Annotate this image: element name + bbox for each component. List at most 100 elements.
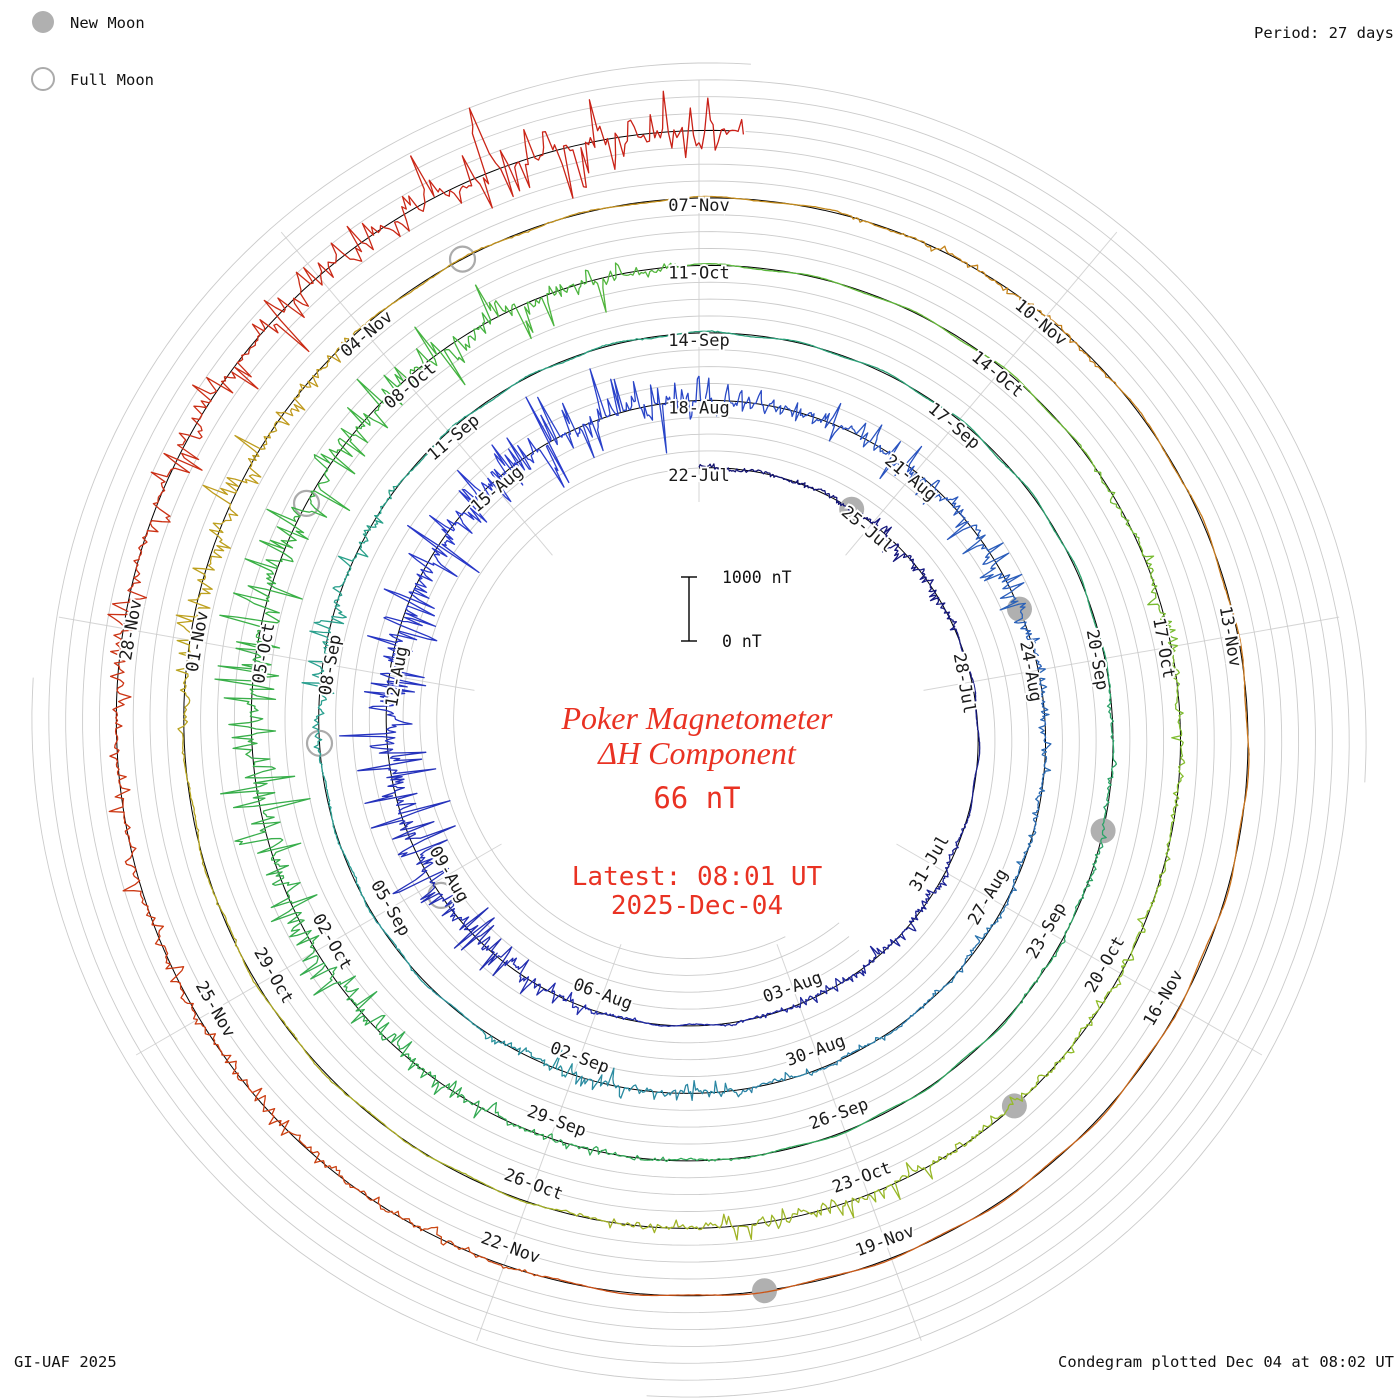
trace-segment — [955, 906, 1006, 974]
trace-segment — [592, 262, 700, 313]
trace-segment — [194, 1019, 282, 1126]
trace-segment — [648, 1156, 750, 1163]
trace-segment — [1238, 634, 1250, 762]
trace-segment — [791, 339, 881, 371]
trace-segment — [1026, 485, 1078, 568]
trace-segment — [740, 1067, 823, 1094]
trace-segment — [1098, 754, 1118, 851]
trace-segment — [698, 263, 807, 276]
trace-segment — [328, 1078, 422, 1153]
trace-segment — [1006, 1112, 1106, 1200]
trace-segment — [537, 368, 625, 459]
trace-segment — [972, 681, 981, 747]
trace-segment — [999, 595, 1046, 670]
trace-segment — [526, 1202, 642, 1229]
date-label: 03-Aug — [760, 968, 825, 1008]
trace-segment — [107, 496, 171, 631]
trace-segment — [383, 1208, 504, 1269]
trace-segment — [318, 751, 338, 839]
trace-segment — [1170, 645, 1184, 759]
trace-segment — [774, 402, 853, 442]
date-label: 07-Nov — [668, 196, 729, 216]
date-label: 06-Aug — [570, 975, 635, 1015]
trace-segment — [1104, 1007, 1181, 1114]
trace-segment — [522, 344, 608, 380]
trace-segment — [367, 605, 438, 679]
full-moon-marker — [448, 245, 477, 273]
trace-segment — [1105, 658, 1115, 755]
period-label: Period: 27 days — [1254, 24, 1394, 42]
trace-segment — [607, 330, 699, 346]
trace-segment — [1137, 540, 1179, 647]
trace-segment — [301, 660, 335, 753]
trace-segment — [202, 420, 290, 525]
trace-segment — [220, 755, 311, 859]
trace-segment — [656, 1080, 742, 1102]
trace-segment — [429, 469, 494, 545]
trace-segment — [962, 524, 1025, 599]
trace-segment — [891, 1197, 1008, 1260]
trace-segment — [756, 1194, 869, 1230]
grid-spoke — [58, 616, 475, 691]
trace-segment — [224, 267, 323, 390]
date-label: 04-Nov — [337, 307, 397, 362]
trace-segment — [909, 308, 1004, 368]
date-label: 25-Nov — [191, 978, 239, 1041]
trace-segment — [206, 876, 258, 986]
date-label: 08-Oct — [380, 359, 440, 414]
grid-spiral — [82, 96, 1350, 1398]
trace-segment — [336, 838, 375, 918]
scale-bottom-label: 0 nT — [722, 632, 762, 651]
new-moon-marker — [1001, 1093, 1027, 1119]
trace-segment — [150, 376, 234, 498]
magnetometer-trace-layer — [107, 90, 1250, 1297]
trace-segment — [858, 927, 909, 977]
trace-segment — [868, 1141, 970, 1203]
trace-segment — [573, 1067, 658, 1100]
new-moon-label: New Moon — [70, 14, 145, 32]
trace-segment — [799, 972, 860, 1008]
full-moon-icon — [31, 67, 55, 91]
trace-segment — [383, 524, 480, 617]
date-label: 20-Sep — [1082, 628, 1112, 692]
date-label: 27-Aug — [964, 865, 1012, 928]
trace-segment — [456, 1093, 553, 1140]
trace-segment — [596, 1011, 665, 1027]
date-label: 11-Sep — [424, 410, 484, 465]
date-label: 10-Nov — [1011, 295, 1071, 350]
trace-segment — [944, 811, 971, 875]
trace-segment — [1034, 668, 1052, 751]
current-value: 66 nT — [653, 781, 740, 815]
trace-segment — [895, 972, 957, 1031]
trace-segment — [873, 517, 917, 572]
trace-segment — [551, 1133, 649, 1161]
trace-segment — [461, 213, 577, 259]
new-moon-marker — [752, 1278, 777, 1304]
date-label: 23-Sep — [1023, 899, 1071, 962]
trace-segment — [939, 245, 1047, 317]
trace-segment — [1045, 315, 1136, 406]
trace-segment — [299, 952, 390, 1031]
date-label: 26-Sep — [807, 1094, 872, 1134]
trace-segment — [698, 375, 776, 419]
trace-segment — [378, 1022, 463, 1098]
trace-segment — [806, 274, 911, 311]
date-label: 29-Sep — [524, 1102, 589, 1142]
trace-segment — [1199, 513, 1240, 635]
trace-segment — [494, 1039, 575, 1078]
date-label: 20-Oct — [1081, 933, 1129, 996]
trace-segment — [819, 488, 874, 524]
trace-segment — [279, 1119, 384, 1210]
trace-segment — [337, 498, 389, 578]
trace-segment — [1075, 566, 1107, 659]
trace-segment — [562, 90, 700, 199]
trace-segment — [371, 819, 456, 895]
trace-segment — [821, 1029, 897, 1070]
trace-segment — [845, 1084, 934, 1133]
credit-label: GI-UAF 2025 — [14, 1353, 117, 1371]
date-label: 22-Jul — [668, 466, 729, 486]
trace-segment — [182, 759, 209, 878]
date-label: 13-Nov — [1215, 604, 1245, 668]
grid-spiral — [65, 79, 1367, 1347]
trace-segment — [1054, 974, 1123, 1066]
